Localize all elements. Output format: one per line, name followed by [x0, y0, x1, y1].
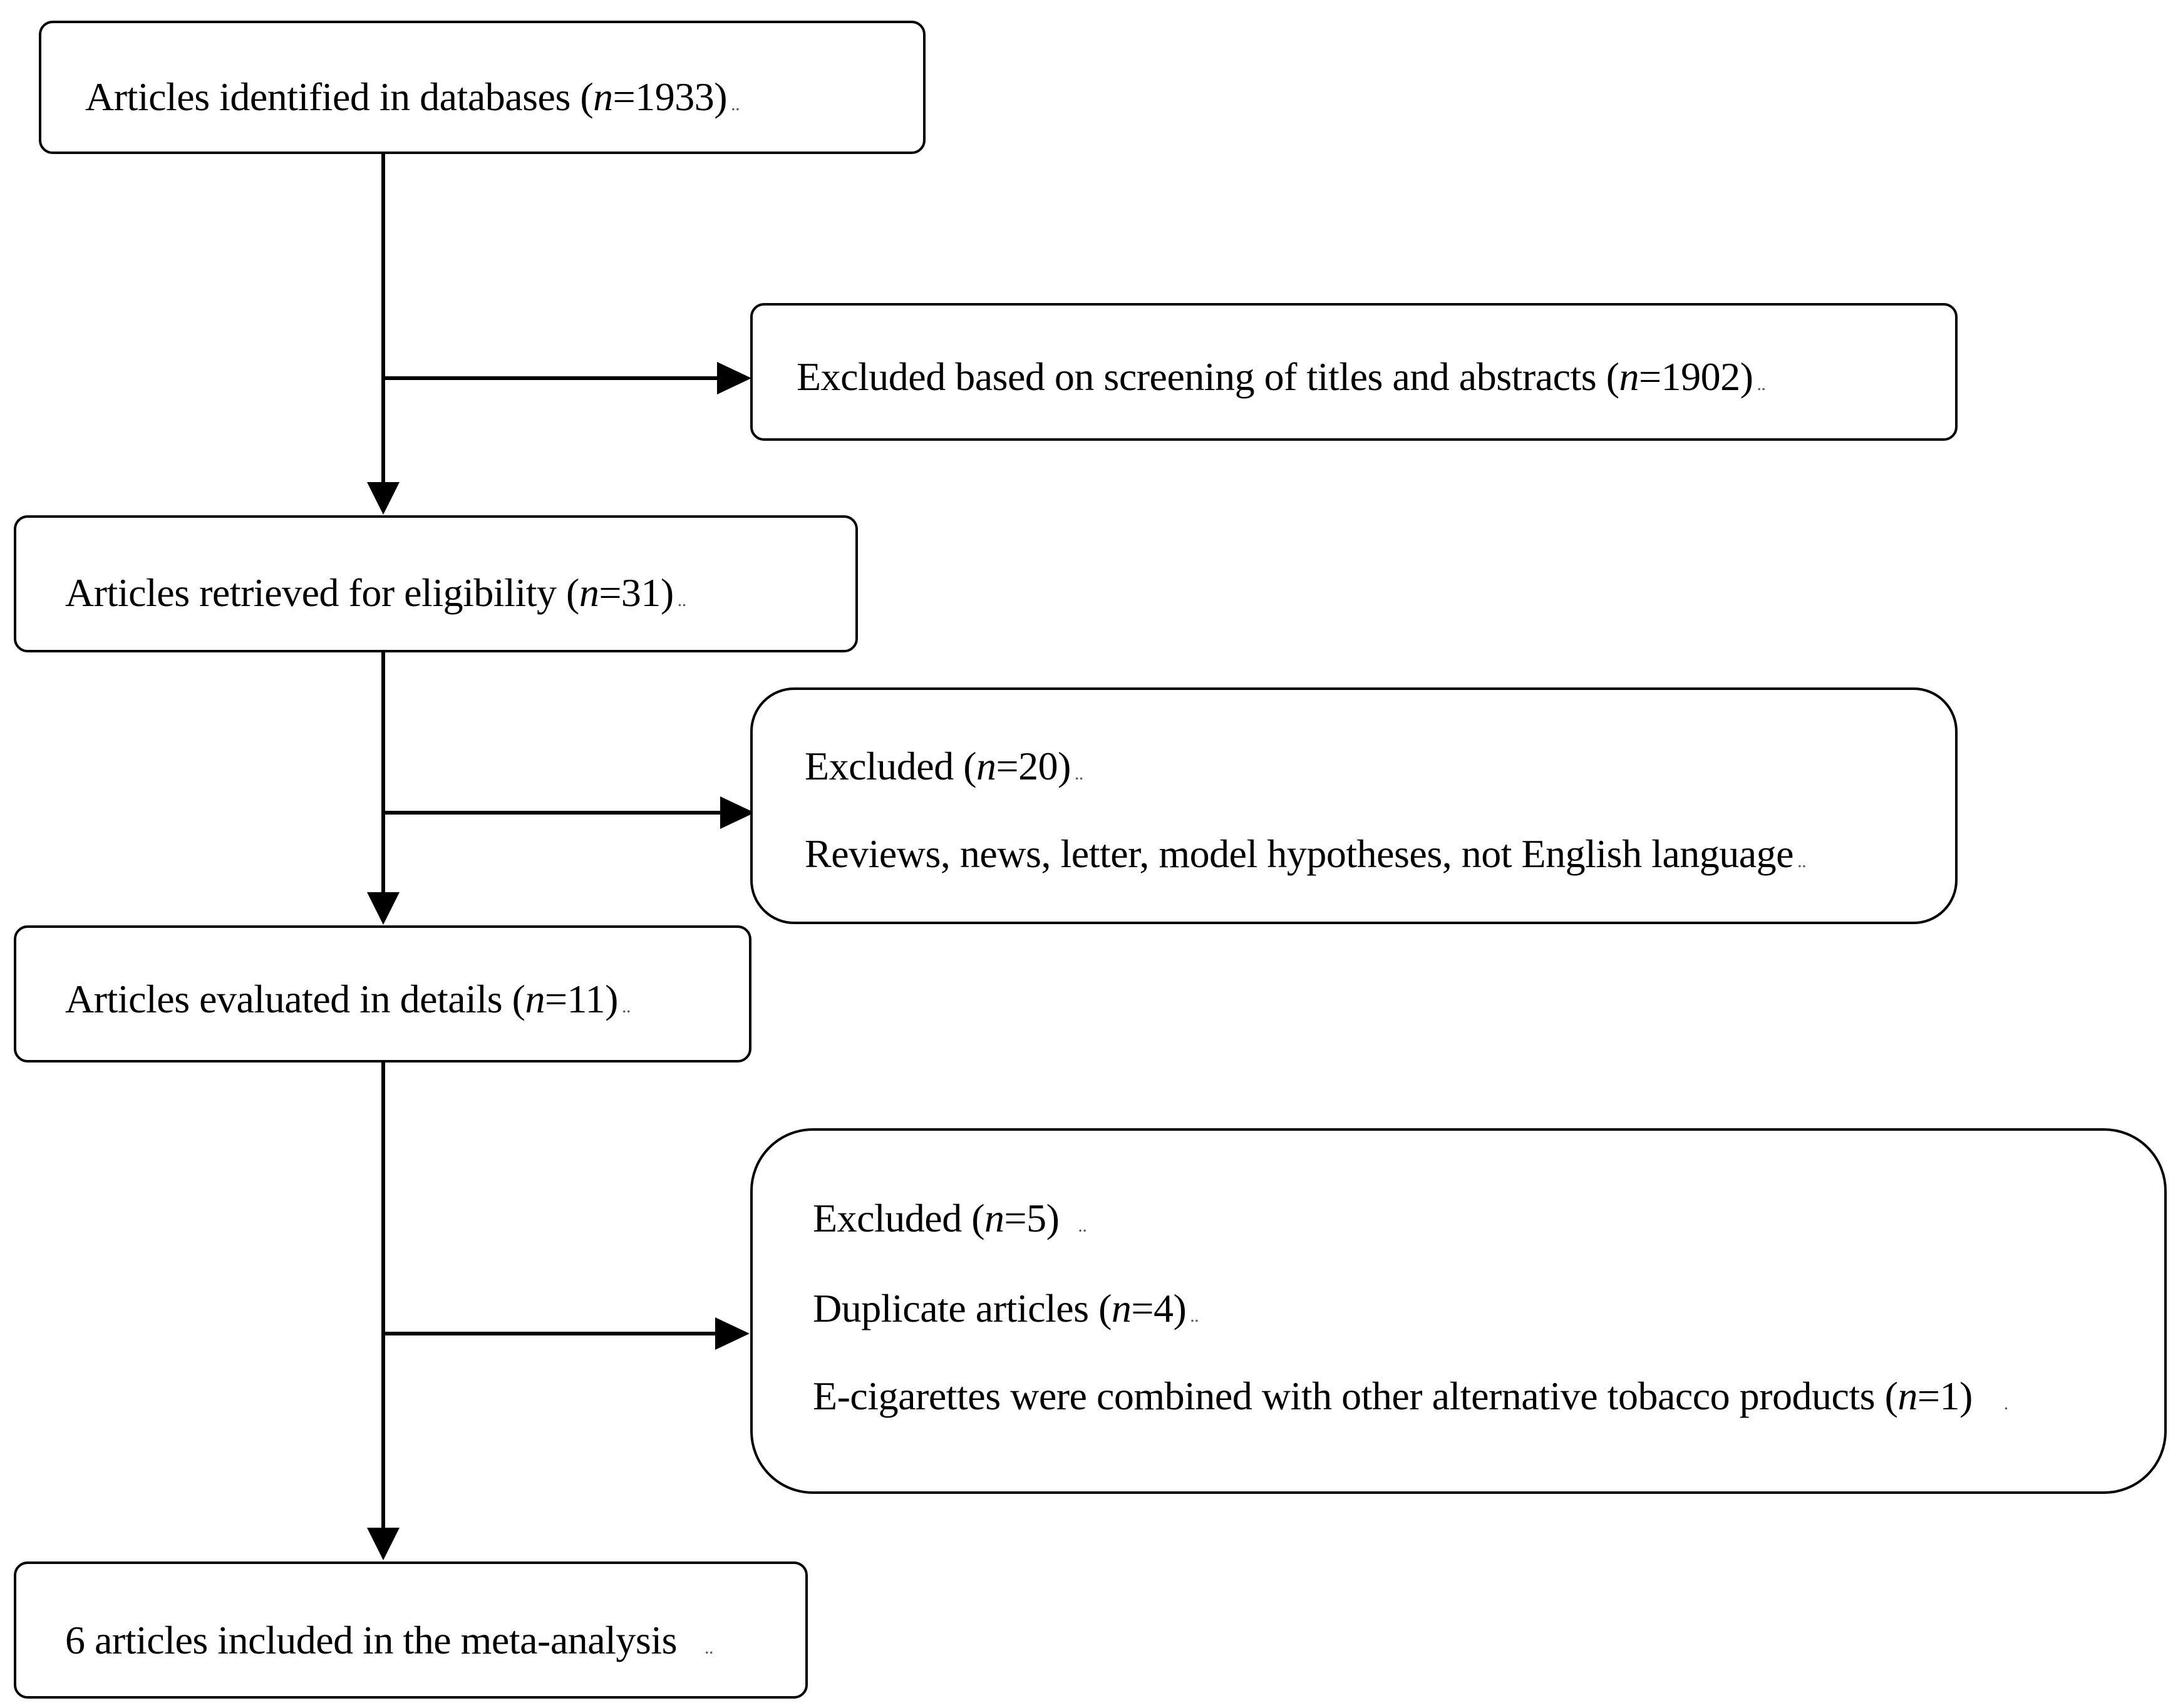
node-identified-label: Articles identified in databases (n=1933…: [85, 75, 740, 119]
node-excluded-details-reason-combined: E-cigarettes were combined with other al…: [813, 1374, 2009, 1418]
node-included-label: 6 articles included in the meta-analysis…: [65, 1618, 714, 1662]
paragraph-mark: ..: [731, 94, 740, 115]
node-articles-included: 6 articles included in the meta-analysis…: [14, 1561, 808, 1699]
paragraph-mark: ..: [705, 1637, 714, 1658]
paragraph-mark: ..: [1190, 1305, 1199, 1326]
node-excluded-screening: Excluded based on screening of titles an…: [750, 303, 1958, 441]
paragraph-mark: ..: [1074, 763, 1084, 784]
arrowhead-down-retrieved: [367, 482, 400, 515]
node-articles-identified: Articles identified in databases (n=1933…: [39, 21, 926, 154]
node-excluded-details: Excluded (n=5).. Duplicate articles (n=4…: [750, 1128, 2167, 1494]
arrowhead-right-screening: [717, 362, 751, 394]
arrowhead-right-eligibility: [720, 796, 755, 829]
paragraph-mark: .: [2003, 1393, 2009, 1414]
node-excluded-eligibility: Excluded (n=20).. Reviews, news, letter,…: [750, 687, 1958, 924]
arrowhead-right-details: [715, 1317, 750, 1350]
node-excluded-details-reason-duplicates: Duplicate articles (n=4)..: [813, 1286, 1199, 1330]
node-excluded-details-heading: Excluded (n=5)..: [813, 1196, 1087, 1240]
node-evaluated-label: Articles evaluated in details (n=11)..: [65, 977, 631, 1021]
paragraph-mark: ..: [621, 996, 631, 1017]
arrowhead-down-evaluated: [367, 892, 400, 925]
node-articles-evaluated: Articles evaluated in details (n=11)..: [14, 925, 751, 1062]
node-excluded-screening-label: Excluded based on screening of titles an…: [797, 354, 1766, 399]
node-excluded-eligibility-heading: Excluded (n=20)..: [805, 744, 1084, 788]
paragraph-mark: ..: [1757, 374, 1766, 394]
node-articles-retrieved: Articles retrieved for eligibility (n=31…: [14, 515, 858, 652]
node-excluded-eligibility-reasons: Reviews, news, letter, model hypotheses,…: [805, 831, 1807, 876]
paragraph-mark: ..: [1078, 1215, 1087, 1236]
node-retrieved-label: Articles retrieved for eligibility (n=31…: [65, 570, 687, 615]
paragraph-mark: ..: [677, 590, 687, 610]
arrowhead-down-included: [367, 1528, 400, 1560]
paragraph-mark: ..: [1797, 851, 1807, 872]
